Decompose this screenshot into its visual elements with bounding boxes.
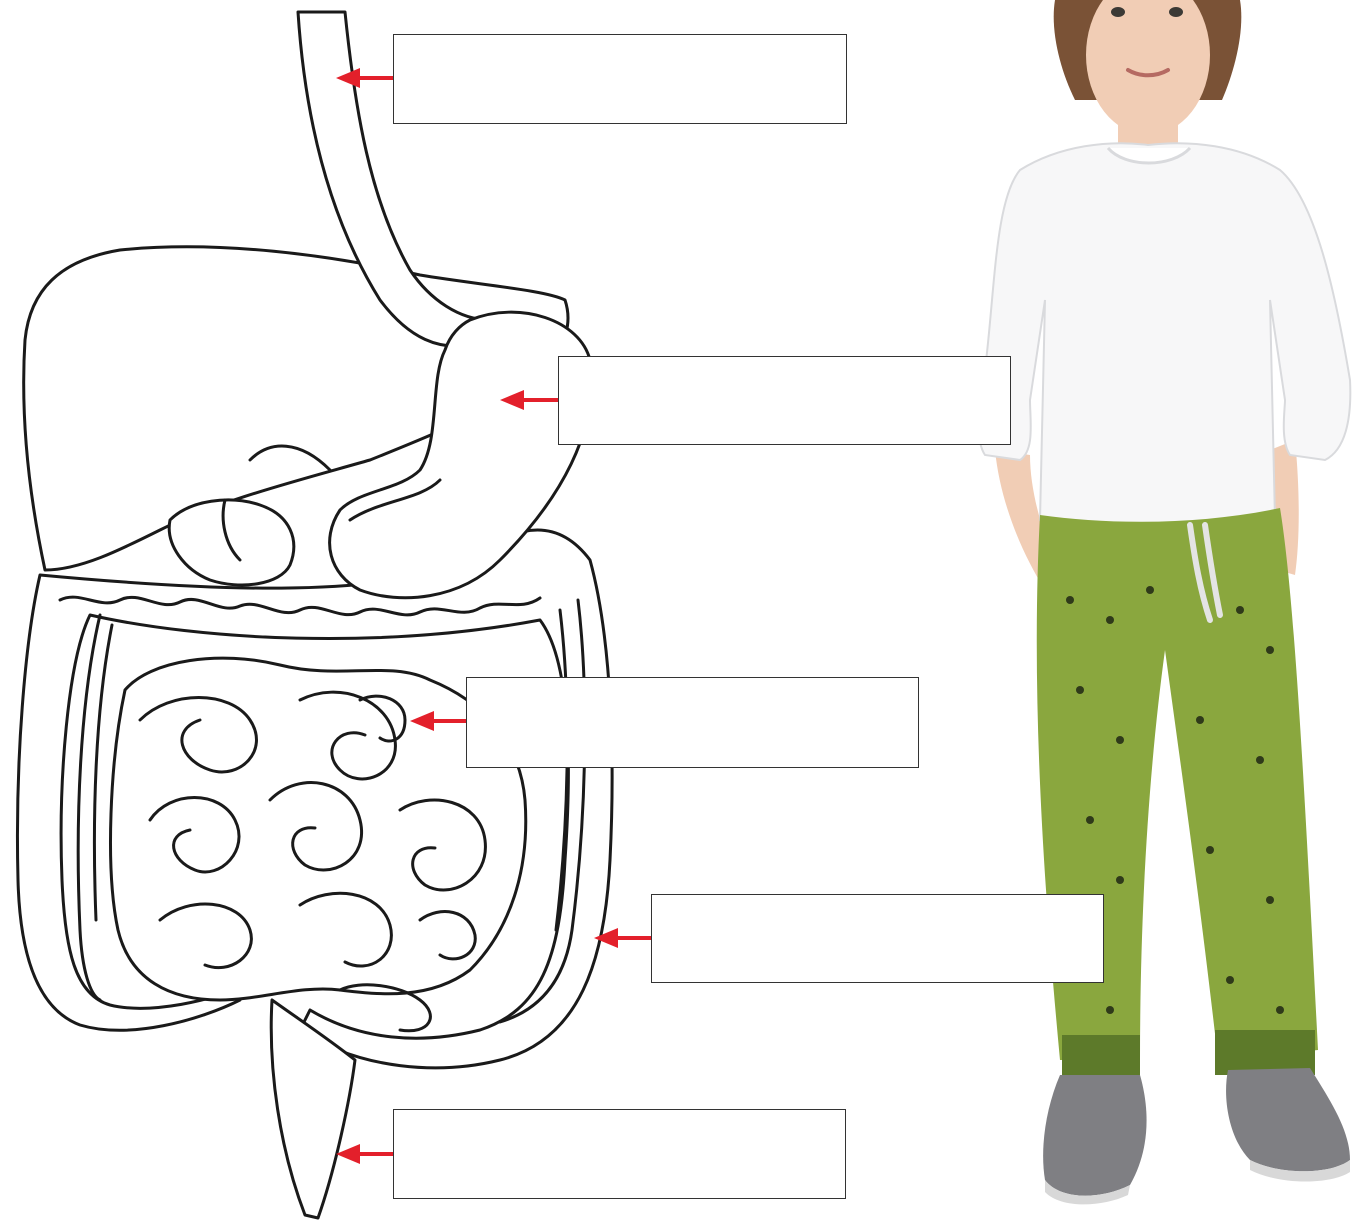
child-shoe-right <box>1226 1068 1350 1171</box>
small-intestine <box>111 658 526 1000</box>
child-photo <box>979 0 1351 1204</box>
label-box-large-intestine[interactable] <box>651 894 1104 983</box>
label-box-small-intestine[interactable] <box>466 677 919 768</box>
child-eye-left <box>1111 7 1125 17</box>
label-box-stomach[interactable] <box>558 356 1011 445</box>
colon-inner-left-2 <box>94 625 112 920</box>
child-face <box>1086 0 1210 135</box>
label-box-esophagus[interactable] <box>393 34 847 124</box>
arrow-rectum <box>336 1144 393 1164</box>
label-box-rectum[interactable] <box>393 1109 846 1199</box>
child-cuff-left <box>1062 1035 1140 1080</box>
digestive-diagram <box>17 12 612 1218</box>
colon-inner-left <box>78 615 100 1000</box>
duodenum <box>169 500 294 585</box>
child-eye-right <box>1169 7 1183 17</box>
child-shoe-left <box>1043 1075 1146 1196</box>
